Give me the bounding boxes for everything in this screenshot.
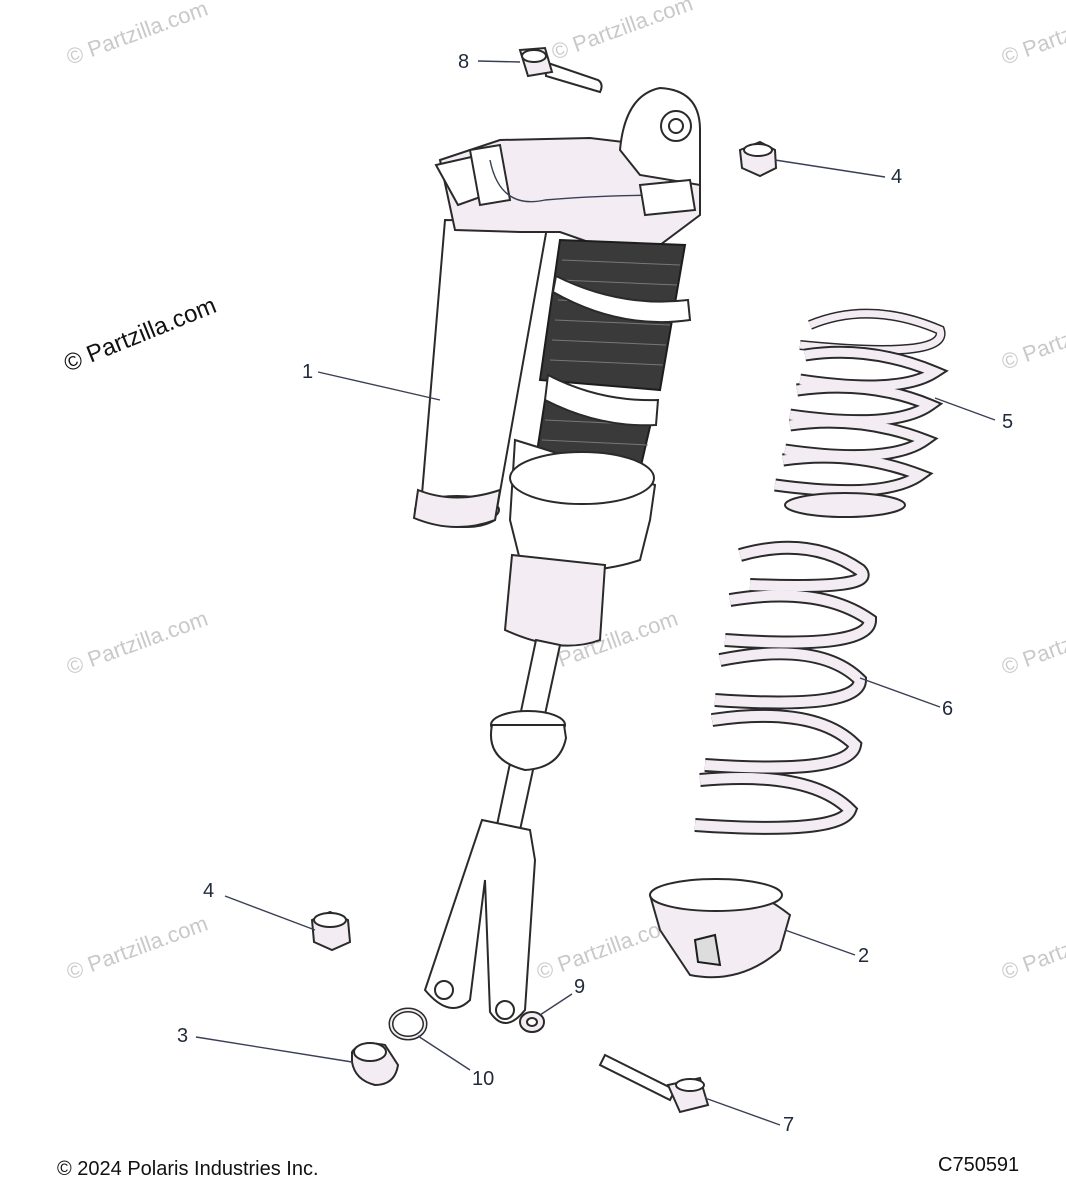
watermark: © Partzilla.com [63, 606, 211, 680]
part-6-spring-lower [694, 540, 878, 835]
part-8-bolt [518, 46, 603, 94]
callout-8: 8 [458, 51, 469, 73]
callout-6: 6 [942, 698, 953, 720]
watermark: © Partzilla.com [998, 606, 1066, 680]
callout-9: 9 [574, 976, 585, 998]
part-9-washer [519, 1011, 545, 1033]
callout-4-upper: 4 [891, 166, 902, 188]
part-1-shock-absorber [412, 86, 701, 1024]
diagram-code: C750591 [938, 1154, 1020, 1176]
callout-3: 3 [177, 1025, 188, 1047]
copyright-notice: © 2024 Polaris Industries Inc. [57, 1158, 319, 1180]
part-4-nut-lower [310, 910, 352, 952]
leader-lines [195, 60, 996, 1126]
watermark: © Partzilla.com [998, 301, 1066, 375]
part-4-nut-top [738, 140, 778, 178]
callout-labels: 1 2 3 4 4 5 6 7 8 9 10 [177, 51, 1013, 1136]
part-5-spring-upper [774, 308, 949, 518]
part-10-snap-ring [388, 1007, 428, 1041]
watermark: © Partzilla.com [998, 0, 1066, 70]
watermark: © Partzilla.com [63, 0, 211, 70]
watermark: © Partzilla.com [998, 911, 1066, 985]
watermark-prominent: © Partzilla.com [60, 292, 220, 378]
callout-7: 7 [783, 1114, 794, 1136]
part-3-bushing [351, 1042, 400, 1087]
callout-10: 10 [472, 1068, 494, 1090]
callout-5: 5 [1002, 411, 1013, 433]
part-7-bolt [598, 1053, 710, 1114]
watermark: © Partzilla.com [548, 0, 696, 65]
callout-2: 2 [858, 945, 869, 967]
watermark: © Partzilla.com [63, 911, 211, 985]
callout-1: 1 [302, 361, 313, 383]
callout-4-lower: 4 [203, 880, 214, 902]
part-2-spring-seat [648, 878, 792, 979]
